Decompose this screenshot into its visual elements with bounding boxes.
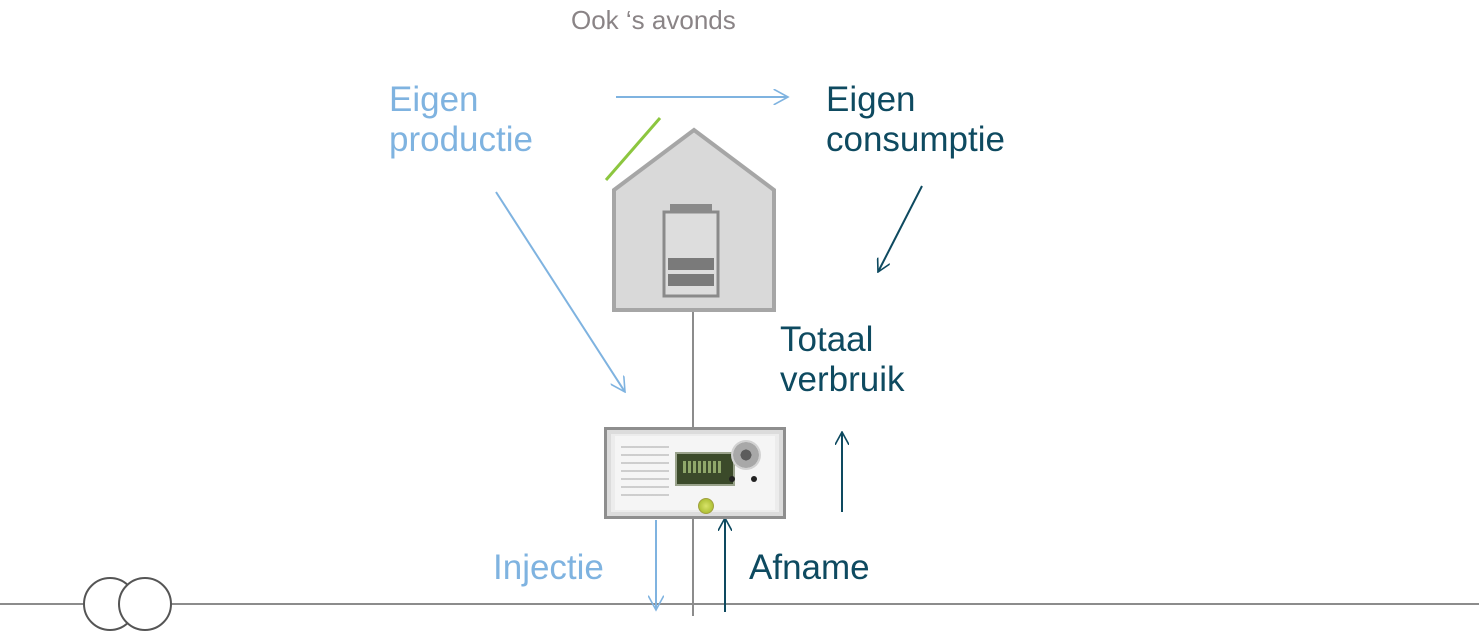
meter-led-icon bbox=[751, 476, 757, 482]
digital-meter-icon bbox=[604, 427, 786, 519]
label-injectie: Injectie bbox=[493, 548, 604, 587]
label-totaal-verbruik: Totaal verbruik bbox=[780, 320, 904, 401]
label-eigen-consumptie-line2: consumptie bbox=[826, 120, 1005, 160]
label-afname: Afname bbox=[749, 548, 870, 587]
label-eigen-productie-line2: productie bbox=[389, 120, 533, 160]
house-with-battery-icon bbox=[612, 127, 776, 312]
meter-display bbox=[675, 452, 735, 486]
arrow-productie-to-meter bbox=[495, 191, 625, 392]
transformer-icon bbox=[83, 577, 172, 631]
label-totaal-verbruik-line1: Totaal bbox=[780, 320, 874, 359]
label-eigen-consumptie: Eigen consumptie bbox=[826, 80, 1005, 161]
caption-ook-s-avonds: Ook ‘s avonds bbox=[571, 5, 736, 35]
label-eigen-consumptie-line1: Eigen bbox=[826, 80, 916, 119]
label-eigen-productie-line1: Eigen bbox=[389, 80, 479, 119]
arrow-consumptie-to-totaal bbox=[878, 185, 923, 272]
meter-dial-icon bbox=[731, 440, 761, 470]
label-totaal-verbruik-line2: verbruik bbox=[780, 360, 905, 400]
meter-led-icon bbox=[729, 476, 735, 482]
meter-button-icon bbox=[698, 498, 714, 514]
label-eigen-productie: Eigen productie bbox=[389, 80, 533, 161]
meter-print bbox=[621, 446, 669, 498]
solar-panel-icon bbox=[604, 117, 662, 181]
meter-face bbox=[615, 436, 775, 514]
